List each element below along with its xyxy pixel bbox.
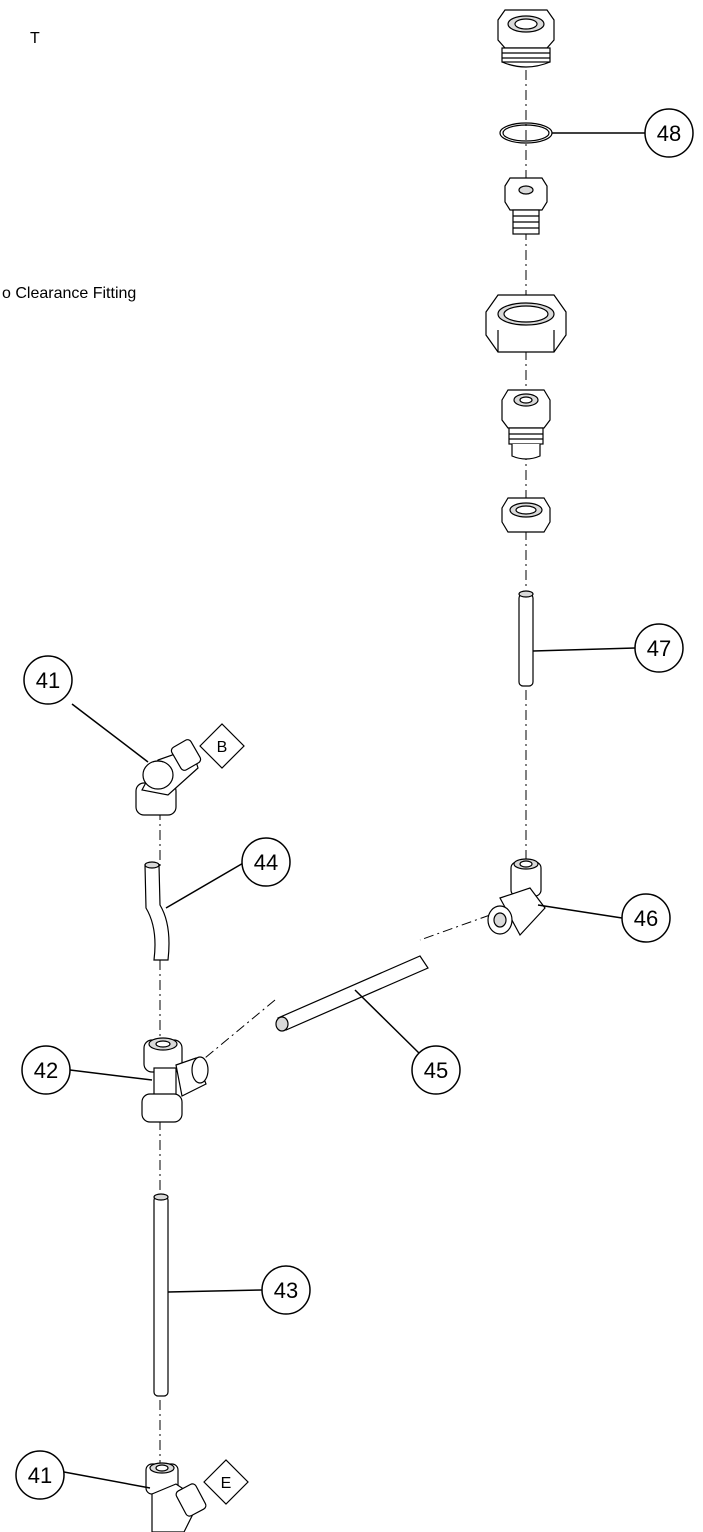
hex-nipple <box>504 177 548 235</box>
callout-circle-41-top <box>23 655 73 705</box>
callout-circle-42 <box>21 1045 71 1095</box>
callout-label-43: 43 <box>274 1278 298 1303</box>
connection-marker-e <box>203 1459 249 1505</box>
header-text-fragment: T <box>30 30 40 47</box>
connection-marker-b-label: B <box>217 739 228 756</box>
tube-43 <box>153 1193 169 1397</box>
leader-42 <box>69 1069 153 1081</box>
callout-circle-43 <box>261 1265 311 1315</box>
callout-circle-44 <box>241 837 291 887</box>
tube-44 <box>144 861 170 961</box>
leader-41-bottom <box>63 1471 151 1489</box>
callout-label-45: 45 <box>424 1058 448 1083</box>
leader-44 <box>165 861 246 909</box>
connection-marker-e-label: E <box>221 1475 232 1492</box>
elbow-fitting-41-top <box>135 739 202 816</box>
tube-45 <box>275 955 429 1032</box>
hex-adapter-top <box>497 9 555 68</box>
header-description-fragment: o Clearance Fitting <box>2 285 137 302</box>
callout-label-41-top: 41 <box>36 668 60 693</box>
connection-marker-b <box>199 723 245 769</box>
leader-41-top <box>71 703 149 763</box>
callout-circle-46 <box>621 893 671 943</box>
tube-47 <box>518 590 534 687</box>
axis-line-42-to-45 <box>204 999 276 1059</box>
callout-circle-41-bottom <box>15 1450 65 1500</box>
callout-label-48: 48 <box>657 121 681 146</box>
axis-line-45-to-46 <box>419 914 491 941</box>
elbow-fitting-46 <box>487 858 546 937</box>
leader-43 <box>167 1289 263 1293</box>
callout-label-46: 46 <box>634 906 658 931</box>
tee-fitting-42 <box>141 1037 209 1123</box>
compression-fitting <box>501 389 551 460</box>
callout-label-42: 42 <box>34 1058 58 1083</box>
small-hex-nut <box>501 497 551 533</box>
elbow-fitting-41-bottom <box>145 1462 207 1532</box>
large-hex-nut <box>485 294 567 353</box>
leader-46 <box>537 904 623 919</box>
leader-47 <box>532 647 636 652</box>
callout-circles <box>15 108 694 1500</box>
callout-label-47: 47 <box>647 636 671 661</box>
callout-label-41-bottom: 41 <box>28 1463 52 1488</box>
callout-circle-47 <box>634 623 684 673</box>
assembly-axis-lines <box>159 70 527 1465</box>
callout-circle-48 <box>644 108 694 158</box>
callout-label-44: 44 <box>254 850 278 875</box>
leader-45 <box>354 989 423 1057</box>
callout-circle-45 <box>411 1045 461 1095</box>
